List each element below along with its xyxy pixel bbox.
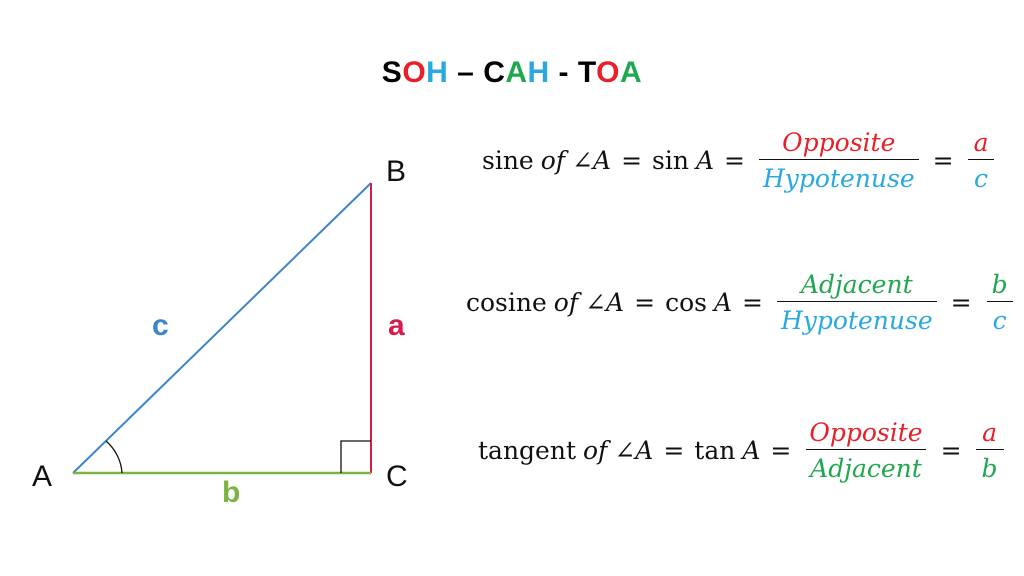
title-letter: S — [381, 56, 403, 89]
function-word: tangent — [478, 436, 576, 465]
equals-sign: = — [621, 146, 643, 175]
title-letter: – — [448, 56, 484, 89]
equals-sign: = — [634, 288, 656, 317]
title-letter: A — [620, 56, 643, 89]
ratio-fraction: Opposite Hypotenuse — [758, 128, 919, 193]
title-letter: - — [549, 56, 578, 89]
side-fraction: b c — [986, 270, 1014, 335]
of-text: of — [583, 436, 608, 465]
title-letter: T — [577, 56, 597, 89]
angle-symbol: ∠A — [572, 146, 612, 175]
side-fraction: a c — [968, 128, 995, 193]
angle-variable: A — [695, 146, 715, 175]
tangent-equation: tangent of ∠A = tan A = Opposite Adjacen… — [478, 418, 1008, 483]
equals-sign: = — [742, 288, 763, 317]
title-letter: H — [527, 56, 550, 89]
angle-symbol: ∠A — [585, 288, 625, 317]
of-text: of — [553, 288, 579, 317]
numerator-side: b — [991, 270, 1008, 299]
denominator-side: c — [968, 159, 995, 193]
denominator-side: b — [975, 449, 1004, 483]
function-name: sin — [652, 146, 689, 175]
denominator-side: c — [986, 301, 1013, 335]
equals-sign: = — [950, 288, 972, 317]
side-label-b: b — [222, 476, 241, 509]
angle-a-arc — [105, 440, 123, 474]
angle-variable: A — [713, 288, 733, 317]
cosine-equation: cosine of ∠A = cos A = Adjacent Hypotenu… — [466, 270, 1018, 335]
function-name: tan — [694, 436, 736, 465]
function-word: sine — [482, 146, 534, 175]
vertex-label-a: A — [32, 460, 53, 493]
numerator-side: a — [982, 418, 997, 447]
page-title: SOH – CAH - TOA — [0, 56, 1024, 90]
ratio-fraction: Adjacent Hypotenuse — [776, 270, 937, 335]
side-fraction: a b — [975, 418, 1004, 483]
denominator-hypotenuse: Hypotenuse — [776, 301, 937, 335]
equals-sign: = — [770, 436, 792, 465]
title-letter: O — [596, 56, 621, 89]
vertex-label-c: C — [386, 460, 408, 493]
denominator-adjacent: Adjacent — [806, 449, 926, 483]
numerator-opposite: Opposite — [782, 128, 896, 157]
vertex-label-b: B — [386, 155, 407, 188]
numerator-side: a — [973, 128, 989, 157]
title-letter: A — [505, 56, 528, 89]
equals-sign: = — [663, 436, 685, 465]
denominator-hypotenuse: Hypotenuse — [758, 159, 919, 193]
right-angle-marker — [340, 440, 371, 473]
function-name: cos — [665, 288, 707, 317]
of-text: of — [540, 146, 566, 175]
angle-variable: A — [742, 436, 761, 465]
angle-symbol: ∠A — [614, 436, 654, 465]
side-label-c: c — [152, 309, 169, 342]
title-letter: O — [402, 56, 427, 89]
equals-sign: = — [932, 146, 954, 175]
equals-sign: = — [724, 146, 745, 175]
side-label-a: a — [388, 309, 405, 342]
equals-sign: = — [940, 436, 962, 465]
ratio-fraction: Opposite Adjacent — [805, 418, 926, 483]
title-letter: C — [483, 56, 506, 89]
title-letter: H — [426, 56, 449, 89]
numerator-opposite: Opposite — [809, 418, 923, 447]
side-c-hypotenuse — [72, 182, 372, 474]
function-word: cosine — [466, 288, 547, 317]
numerator-adjacent: Adjacent — [800, 270, 913, 299]
sine-equation: sine of ∠A = sin A = Opposite Hypotenuse… — [482, 128, 998, 193]
